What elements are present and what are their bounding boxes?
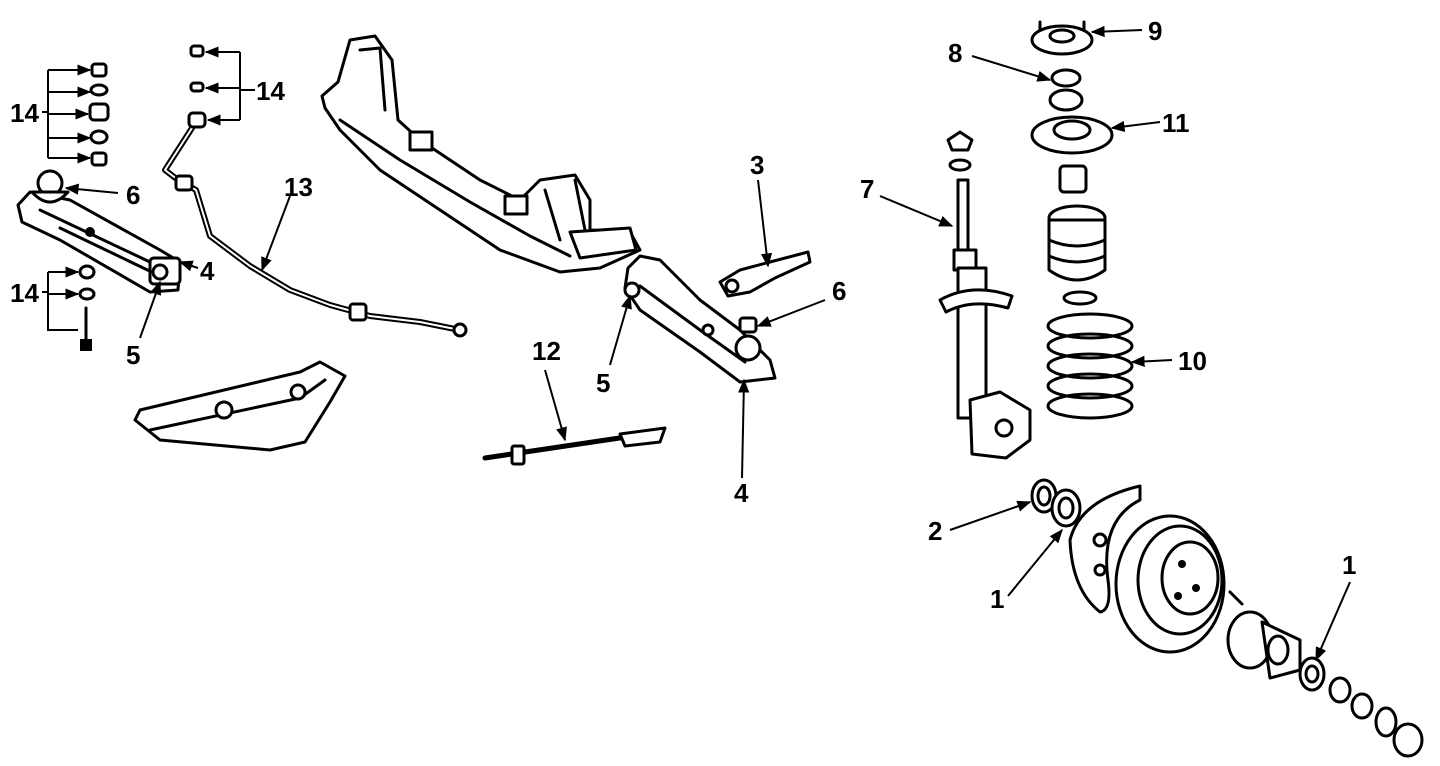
callout-6-left: 6 <box>126 180 140 210</box>
inner-wheel-bearing <box>1050 488 1082 528</box>
callout-14-left-lower: 14 <box>10 278 39 308</box>
dust-cap <box>1392 722 1424 758</box>
strut-bearing-spacer <box>1048 68 1084 112</box>
outer-wheel-bearing <box>1298 656 1326 692</box>
left-ball-joint <box>30 169 70 204</box>
splash-shield <box>1068 484 1142 614</box>
jounce-bumper-and-boot <box>1047 164 1107 306</box>
callout-8: 8 <box>948 38 962 68</box>
callout-5-right: 5 <box>596 368 610 398</box>
front-crossmember <box>320 34 642 274</box>
callout-3: 3 <box>750 150 764 180</box>
callout-12: 12 <box>532 336 561 366</box>
callout-6-right: 6 <box>832 276 846 306</box>
callout-13: 13 <box>284 172 313 202</box>
crossmember-brace <box>133 360 347 452</box>
callout-2: 2 <box>928 516 942 546</box>
callout-1-inner-bearing: 1 <box>990 584 1004 614</box>
idler-arm <box>718 250 812 298</box>
right-ball-joint <box>734 316 762 362</box>
callout-9: 9 <box>1148 16 1162 46</box>
left-lower-control-arm <box>16 190 182 294</box>
leader-lines <box>42 25 1351 662</box>
callout-10: 10 <box>1178 346 1207 376</box>
callout-4-left: 4 <box>200 256 215 286</box>
brake-rotor <box>1114 514 1226 654</box>
left-upper-bushing-stack <box>88 62 110 167</box>
coil-spring <box>1046 312 1134 420</box>
callout-7: 7 <box>860 174 874 204</box>
left-lower-bushing-stack <box>78 264 96 351</box>
strut-upper-mount <box>1030 20 1094 56</box>
callout-1-outer-bearing: 1 <box>1342 550 1356 580</box>
stabilizer-link-bushing-stack <box>187 44 207 129</box>
callout-14-stabilizer: 14 <box>256 76 285 106</box>
nut-retainer <box>1374 706 1398 738</box>
stabilizer-bar <box>162 125 468 338</box>
callout-11: 11 <box>1162 108 1190 138</box>
callout-5-left: 5 <box>126 340 140 370</box>
callout-4-right: 4 <box>734 478 749 508</box>
wheel-stud <box>1228 590 1244 606</box>
spindle-washer-and-nut <box>1328 676 1374 720</box>
callout-14-left-upper: 14 <box>10 98 39 128</box>
strut-rod <box>482 426 667 466</box>
spring-upper-seat <box>1030 115 1114 155</box>
strut-assembly <box>938 130 1032 460</box>
wheel-hub <box>1226 610 1302 680</box>
